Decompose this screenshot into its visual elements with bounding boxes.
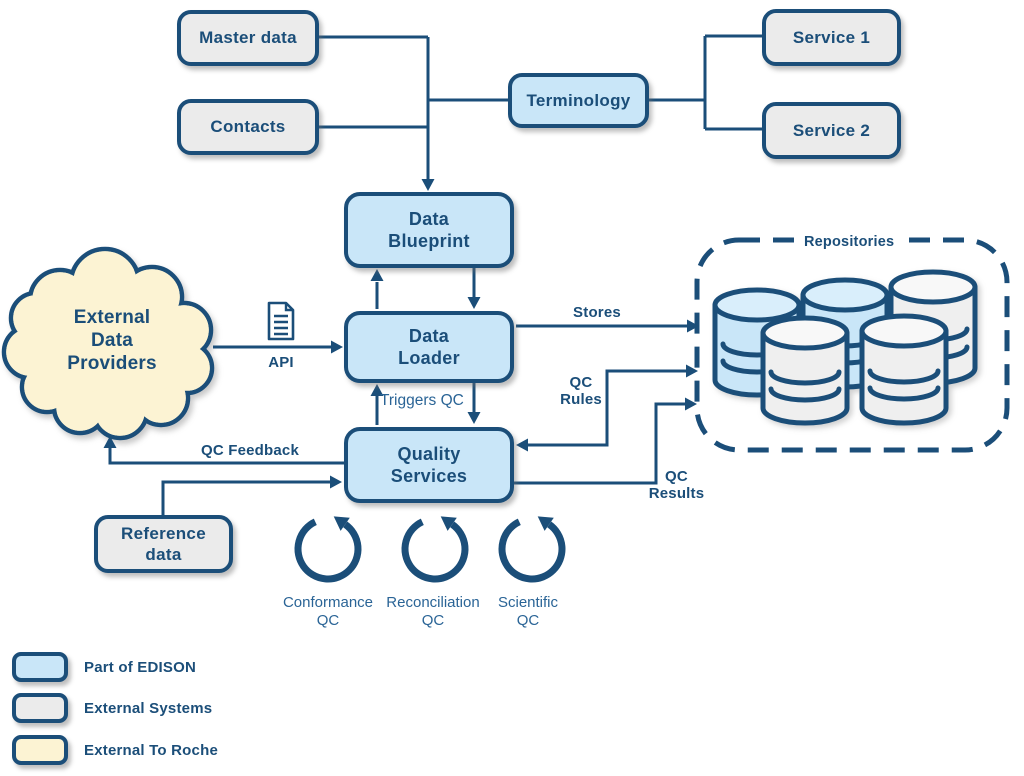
cloud-label-line: External — [73, 307, 151, 328]
label-line: QC — [316, 612, 340, 629]
node-label-line: Reference — [121, 524, 206, 543]
connector-lines — [103, 34, 762, 515]
node-service-1: Service 1 — [762, 9, 901, 66]
node-terminology: Terminology — [508, 73, 649, 128]
legend-swatch-external-to-roche — [12, 735, 68, 765]
label-line: QC — [421, 612, 445, 629]
node-label: Terminology — [526, 90, 631, 110]
node-label-line: Services — [390, 466, 468, 486]
node-label-line: data — [145, 545, 182, 564]
qc-loop-icons — [294, 516, 566, 583]
label-qc-rules: QC Rules — [546, 374, 616, 408]
label-line: QC — [516, 612, 540, 629]
repo-cylinders — [712, 269, 978, 426]
scientific-qc-loop-icon — [498, 516, 566, 583]
label-line: Rules — [560, 391, 602, 408]
node-service-2: Service 2 — [762, 102, 901, 159]
legend-swatch-external-systems — [12, 693, 68, 723]
label-qc-feedback: QC Feedback — [200, 442, 300, 459]
label-api: API — [268, 354, 294, 371]
legend-label-part-of-edison: Part of EDISON — [84, 659, 196, 676]
node-label: Service 1 — [792, 27, 871, 47]
label-line: Conformance — [282, 594, 374, 611]
label-line: Results — [648, 485, 705, 502]
node-label-line: Loader — [398, 348, 460, 368]
node-label-line: Data — [408, 209, 450, 229]
legend-label-external-systems: External Systems — [84, 700, 213, 717]
node-contacts: Contacts — [177, 99, 319, 155]
label-line: QC — [569, 374, 593, 391]
label-line: Reconciliation — [386, 594, 480, 611]
label-stores: Stores — [573, 304, 621, 321]
node-label-line: Quality — [397, 444, 461, 464]
repository-cylinder-gray-3 — [859, 313, 949, 426]
label-qc-results: QC Results — [629, 468, 724, 502]
legend-swatch-part-of-edison — [12, 652, 68, 682]
label-line: QC — [665, 468, 688, 485]
node-label: Contacts — [210, 117, 286, 136]
qc-loop-label-scientific: Scientific QC — [482, 594, 574, 630]
node-reference-data: Reference data — [94, 515, 233, 573]
label-triggers-qc: Triggers QC — [380, 392, 464, 409]
cloud-label-line: Providers — [67, 353, 157, 374]
label-line: Scientific — [497, 594, 559, 611]
conformance-qc-loop-icon — [294, 516, 362, 583]
qc-loop-label-conformance: Conformance QC — [273, 594, 383, 630]
repository-cylinder-gray-2 — [760, 315, 850, 426]
cloud-label-line: Data — [91, 330, 133, 351]
qc-loop-label-reconciliation: Reconciliation QC — [372, 594, 494, 630]
node-label: Master data — [199, 28, 297, 47]
cloud-external-data-providers-label: External Data Providers — [32, 306, 192, 375]
node-data-loader: Data Loader — [344, 311, 514, 383]
node-label: Service 2 — [792, 120, 871, 140]
node-quality-services: Quality Services — [344, 427, 514, 503]
api-document-icon — [267, 301, 295, 341]
node-data-blueprint: Data Blueprint — [344, 192, 514, 268]
cloud-shape — [1, 246, 215, 441]
node-label-line: Blueprint — [388, 231, 470, 251]
node-label-line: Data — [408, 326, 450, 346]
legend-label-external-to-roche: External To Roche — [84, 742, 218, 759]
reconciliation-qc-loop-icon — [401, 516, 469, 583]
repositories-label: Repositories — [798, 234, 901, 250]
node-master-data: Master data — [177, 10, 319, 66]
